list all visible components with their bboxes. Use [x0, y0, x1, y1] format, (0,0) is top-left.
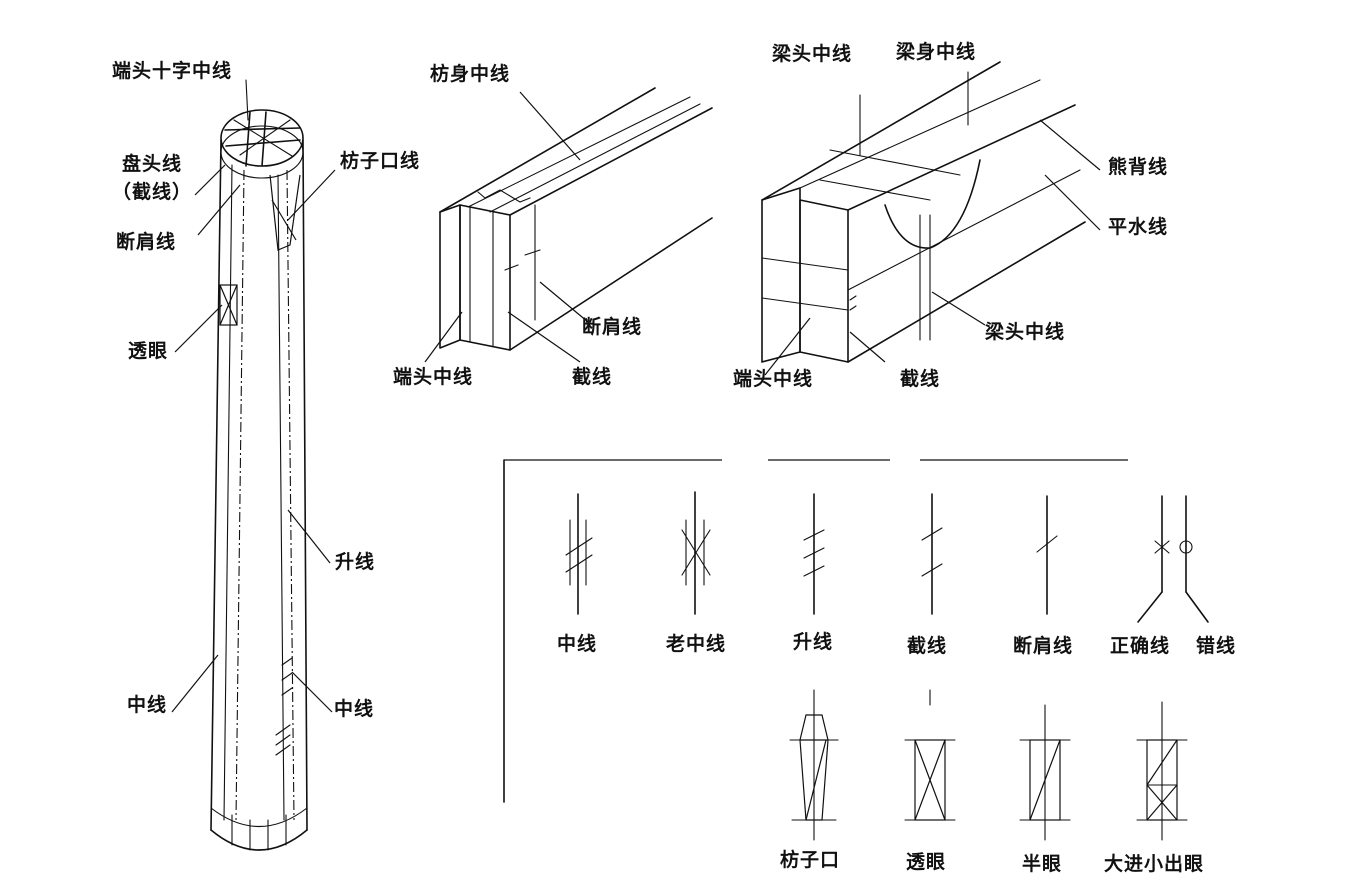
legend-label-cut-line: 截线 — [907, 635, 948, 657]
label-through-mortise: 透眼 — [128, 340, 169, 362]
symbol-correct-wrong — [1137, 495, 1209, 623]
label-cut-line-paren: （截线） — [112, 181, 193, 203]
label-liang-head-center-top: 梁头中线 — [772, 43, 853, 65]
label-rise-line: 升线 — [335, 551, 376, 573]
label-fang-body-center: 枋身中线 — [430, 63, 511, 85]
label-center-right: 中线 — [334, 698, 375, 720]
label-fang-end-center: 端头中线 — [393, 366, 474, 388]
column-drawing — [171, 79, 336, 851]
label-fang-mouth-line: 枋子口线 — [340, 150, 421, 172]
legend-label-old-center-line: 老中线 — [666, 633, 727, 655]
label-panhead-line: 盘头线 — [122, 153, 183, 175]
legend-label-through-mortise: 透眼 — [906, 851, 947, 873]
symbol-rise-line — [803, 493, 825, 615]
symbol-shoulder-line — [1036, 495, 1058, 615]
legend-label-center-line: 中线 — [557, 633, 598, 655]
legend-label-wrong-line: 错线 — [1196, 635, 1237, 657]
legend-label-correct-line: 正确线 — [1110, 635, 1171, 657]
symbol-through-mortise — [904, 689, 956, 821]
symbol-cut-line — [921, 493, 943, 615]
legend-frame — [503, 459, 1128, 803]
symbol-center-line — [565, 493, 593, 615]
legend-label-shoulder-line: 断肩线 — [1013, 635, 1074, 657]
legend-label-big-in-small-out: 大进小出眼 — [1104, 853, 1205, 875]
legend-label-rise-line: 升线 — [793, 631, 834, 653]
legend-label-half-mortise: 半眼 — [1022, 853, 1063, 875]
symbol-big-in-small-out — [1136, 701, 1188, 841]
label-column-shoulder-line: 断肩线 — [116, 231, 177, 253]
label-level-line: 平水线 — [1108, 216, 1169, 238]
fang-beam-drawing — [424, 87, 713, 363]
label-liang-cut-line: 截线 — [900, 368, 941, 390]
label-fang-cut-line: 截线 — [572, 366, 613, 388]
liang-beam-drawing — [761, 61, 1101, 376]
label-liang-head-center: 梁头中线 — [985, 321, 1066, 343]
label-bear-back-line: 熊背线 — [1108, 156, 1169, 178]
label-fang-shoulder-line: 断肩线 — [582, 316, 643, 338]
legend-label-fang-mouth: 枋子口 — [780, 849, 841, 871]
label-liang-body-center: 梁身中线 — [896, 41, 977, 63]
label-center-left: 中线 — [127, 694, 168, 716]
label-liang-end-center: 端头中线 — [733, 368, 814, 390]
label-end-cross-center: 端头十字中线 — [112, 60, 233, 82]
symbol-fang-mouth — [789, 689, 839, 841]
symbol-old-center-line — [681, 491, 711, 615]
symbol-half-mortise — [1019, 704, 1071, 841]
